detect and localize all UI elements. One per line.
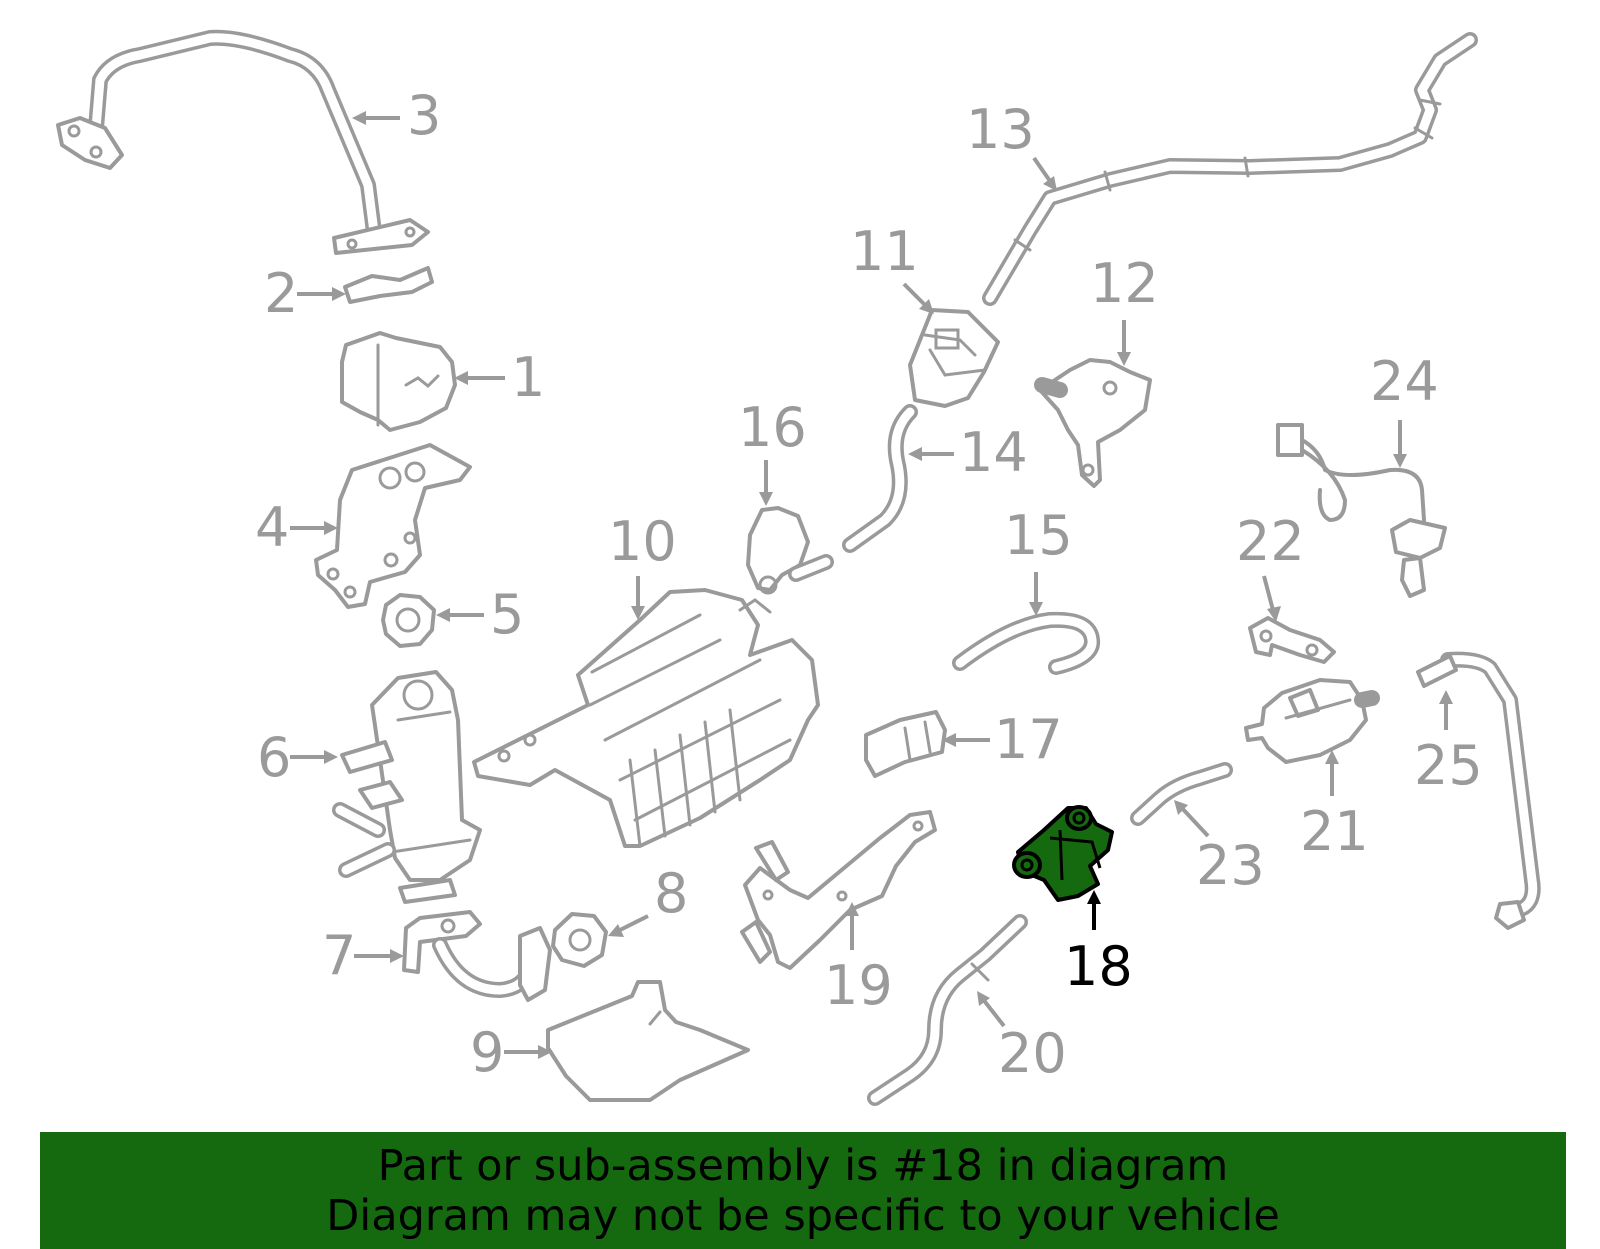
callout-10: 10: [608, 510, 677, 573]
part-21-filter: [1244, 678, 1380, 764]
callout-9: 9: [470, 1021, 504, 1084]
part-8-gasket: [551, 912, 608, 968]
callout-3: 3: [407, 84, 441, 147]
callout-19: 19: [824, 954, 893, 1017]
part-17-sensor: [864, 710, 947, 778]
part-6-egr-cooler: [332, 670, 482, 904]
part-24-oxygen-sensor: [1276, 423, 1447, 598]
callout-22: 22: [1236, 510, 1305, 573]
callout-8: 8: [654, 862, 688, 925]
part-11-valve: [908, 308, 1000, 408]
part-10-charcoal-canister: [472, 588, 820, 848]
callout-13: 13: [966, 98, 1035, 161]
callout-12: 12: [1090, 252, 1159, 315]
part-12-valve-bracket: [1034, 358, 1152, 488]
part-2-gasket: [343, 266, 434, 304]
part-7-egr-pipe: [402, 910, 552, 1002]
callout-16: 16: [738, 396, 807, 459]
part-19-bracket: [740, 810, 937, 970]
callout-7: 7: [322, 924, 356, 987]
part-1-egr-valve: [340, 331, 457, 432]
callout-2: 2: [264, 262, 298, 325]
leader-18: [1087, 890, 1101, 930]
callout-4: 4: [255, 496, 289, 559]
callout-14: 14: [959, 421, 1028, 484]
part-9-heat-shield: [546, 980, 750, 1102]
info-banner: Part or sub-assembly is #18 in diagram D…: [40, 1132, 1566, 1249]
part-16-solenoid-valve: [746, 506, 834, 595]
part-5-gasket: [381, 593, 436, 648]
banner-line-2: Diagram may not be specific to your vehi…: [326, 1190, 1280, 1241]
part-18-highlighted-valve: [1012, 805, 1114, 902]
part-15-hose: [952, 611, 1101, 675]
callout-17: 17: [994, 708, 1063, 771]
part-23-hose: [1130, 762, 1233, 826]
callout-23: 23: [1196, 834, 1265, 897]
callout-15: 15: [1004, 504, 1073, 567]
callout-1: 1: [511, 346, 545, 409]
part-4-bracket: [314, 443, 472, 609]
callout-24: 24: [1370, 350, 1439, 413]
callout-11: 11: [850, 220, 919, 283]
callout-25: 25: [1414, 734, 1483, 797]
part-25-oxygen-sensor: [1416, 651, 1541, 930]
callout-labels: 3 2 1 4 5 6 7 8 9 10 11 12 13 14 15 16 1…: [255, 84, 1483, 1085]
callout-5: 5: [490, 583, 524, 646]
callout-6: 6: [257, 726, 291, 789]
banner-line-1: Part or sub-assembly is #18 in diagram: [377, 1140, 1229, 1191]
callout-18: 18: [1064, 935, 1133, 998]
callout-20: 20: [998, 1022, 1067, 1085]
part-22-bracket: [1248, 616, 1336, 664]
part-3-egr-pipe: [56, 29, 430, 255]
callout-21: 21: [1300, 800, 1369, 863]
part-13-vapor-hose: [982, 32, 1478, 306]
part-20-hose: [867, 914, 1028, 1106]
part-14-hose: [842, 404, 918, 553]
leader-lines: [290, 111, 1453, 1059]
